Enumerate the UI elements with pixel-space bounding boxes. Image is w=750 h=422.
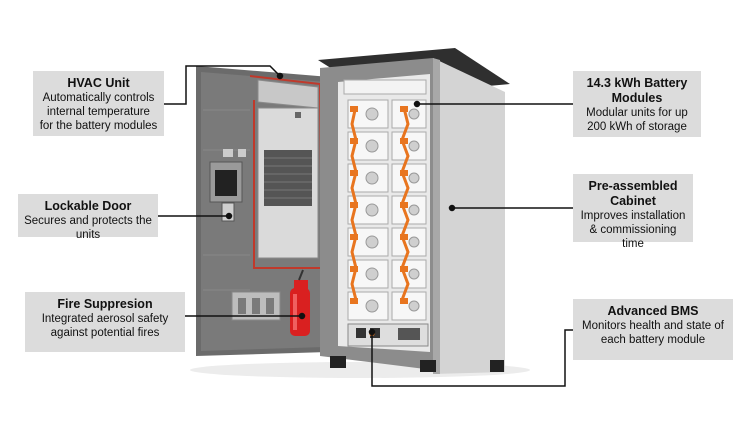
- leader-dot-cabinet: [448, 204, 456, 212]
- callout-description: Improves installation & commissioning ti…: [580, 210, 686, 250]
- leader-dot-hvac: [276, 72, 284, 80]
- callout-title: Pre-assembled Cabinet: [588, 179, 678, 208]
- callout-title: Fire Suppresion: [57, 297, 153, 311]
- callout-description: Integrated aerosol safety against potent…: [41, 313, 169, 339]
- callout-advanced-bms: Advanced BMS Monitors health and state o…: [573, 299, 733, 360]
- cabinet-side-panel: [433, 58, 505, 374]
- callout-lockable-door: Lockable Door Secures and protects the u…: [18, 194, 158, 241]
- callout-fire-suppression: Fire Suppresion Integrated aerosol safet…: [25, 292, 185, 352]
- fire-extinguisher-icon: [290, 269, 310, 336]
- callout-description: Secures and protects the units: [24, 215, 152, 241]
- bms-unit: [347, 323, 429, 347]
- battery-module-column-right: [391, 99, 427, 321]
- callout-description: Monitors health and state of each batter…: [582, 320, 724, 346]
- callout-title: HVAC Unit: [67, 76, 130, 90]
- leader-bms: [371, 329, 573, 387]
- leader-dot-door: [225, 212, 233, 220]
- callout-title: Advanced BMS: [607, 304, 699, 318]
- leader-dot-bms: [368, 328, 376, 336]
- callout-title: Lockable Door: [44, 199, 132, 213]
- callout-hvac-unit: HVAC Unit Automatically controls interna…: [33, 71, 164, 136]
- callout-description: Automatically controls internal temperat…: [39, 92, 158, 132]
- callout-preassembled-cabinet: Pre-assembled Cabinet Improves installat…: [573, 174, 693, 250]
- hvac-unit: [257, 79, 319, 259]
- hvac-grille: [264, 150, 312, 206]
- battery-modules: [347, 99, 427, 321]
- callout-title: 14.3 kWh Battery Modules: [586, 76, 688, 105]
- callout-battery-modules: 14.3 kWh Battery Modules Modular units f…: [573, 71, 701, 137]
- callout-description: Modular units for up 200 kWh of storage: [586, 107, 688, 133]
- leader-dot-fire: [298, 312, 306, 320]
- leader-hvac: [164, 65, 281, 105]
- leader-lines: [158, 65, 573, 387]
- leader-dot-battery: [413, 100, 421, 108]
